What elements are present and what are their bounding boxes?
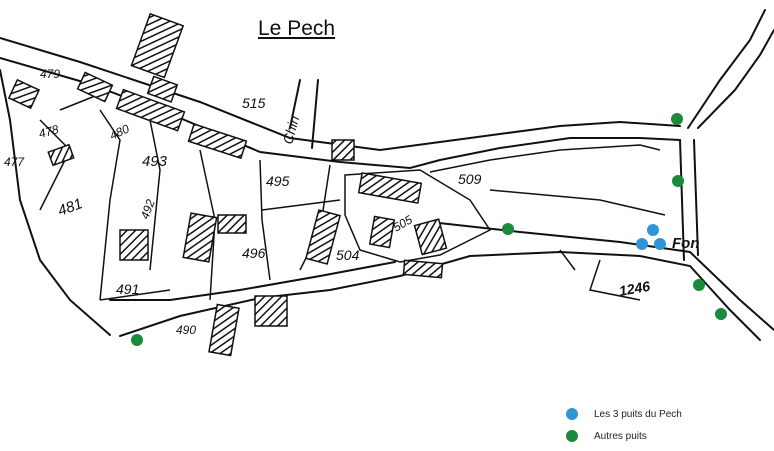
building bbox=[187, 123, 248, 160]
parcel-label: 493 bbox=[142, 153, 168, 170]
parcel-label: 491 bbox=[116, 281, 139, 297]
building bbox=[7, 78, 41, 110]
parcel-label: 509 bbox=[458, 171, 482, 187]
other-well-marker bbox=[715, 308, 727, 320]
roads bbox=[0, 9, 774, 341]
other-well-marker bbox=[672, 175, 684, 187]
chin-road-west bbox=[289, 79, 301, 129]
building bbox=[304, 209, 342, 265]
north-road-west bbox=[687, 9, 766, 129]
other-well-marker bbox=[502, 223, 514, 235]
building bbox=[146, 75, 179, 103]
parcel-labels: 479 478 477 480 493 481 492 491 490 515 … bbox=[4, 67, 700, 337]
legend-label: Autres puits bbox=[594, 430, 647, 442]
building bbox=[208, 303, 240, 357]
parcel-label: 479 bbox=[40, 67, 60, 81]
chin-road-east bbox=[311, 79, 319, 149]
north-road-east bbox=[697, 29, 774, 129]
parcel-label: 481 bbox=[56, 195, 85, 220]
other-well-marker bbox=[671, 113, 683, 125]
map-legend: Les 3 puits du Pech Autres puits bbox=[566, 403, 682, 447]
parcel-label: 495 bbox=[266, 173, 290, 189]
building bbox=[357, 172, 423, 204]
southwest-road-2 bbox=[109, 261, 396, 301]
wells bbox=[131, 113, 727, 346]
parcel-label: 480 bbox=[107, 121, 131, 142]
other-well-marker bbox=[693, 279, 705, 291]
parcel-label: 496 bbox=[242, 245, 266, 261]
pech-well-marker bbox=[636, 238, 648, 250]
lower-road-south bbox=[469, 250, 761, 341]
east-road-south bbox=[693, 139, 699, 256]
legend-item-other-wells: Autres puits bbox=[566, 425, 682, 447]
parcel-label: 477 bbox=[4, 155, 25, 169]
pech-well-marker bbox=[647, 224, 659, 236]
road-label: Fon bbox=[672, 235, 700, 252]
parcel-label: 478 bbox=[37, 122, 60, 141]
parcel-label: 505 bbox=[391, 212, 416, 234]
blue-dot-icon bbox=[566, 408, 578, 420]
building bbox=[76, 71, 114, 103]
east-road-north bbox=[679, 139, 685, 261]
parcel-label: 515 bbox=[242, 95, 266, 111]
legend-label: Les 3 puits du Pech bbox=[594, 408, 682, 420]
legend-item-pech-wells: Les 3 puits du Pech bbox=[566, 403, 682, 425]
road-label: Chin bbox=[279, 114, 302, 146]
building bbox=[115, 88, 186, 132]
map-title: Le Pech bbox=[258, 17, 336, 40]
parcel-label: 1246 bbox=[618, 278, 652, 299]
building bbox=[217, 214, 247, 234]
building bbox=[119, 229, 149, 261]
buildings bbox=[7, 12, 448, 357]
green-dot-icon bbox=[566, 430, 578, 442]
building bbox=[413, 218, 448, 256]
building bbox=[331, 139, 355, 161]
building bbox=[182, 212, 218, 263]
other-well-marker bbox=[131, 334, 143, 346]
parcel-boundaries bbox=[39, 89, 666, 301]
building bbox=[368, 215, 396, 249]
main-road-north-edge bbox=[0, 37, 681, 152]
west-lane bbox=[0, 69, 111, 336]
building bbox=[130, 12, 185, 79]
pech-well-marker bbox=[654, 238, 666, 250]
parcel-label: 504 bbox=[336, 247, 360, 263]
parcel-label: 490 bbox=[176, 323, 196, 337]
building bbox=[402, 259, 444, 279]
parcel-label: 492 bbox=[138, 197, 158, 221]
building bbox=[47, 143, 75, 167]
building bbox=[254, 295, 288, 327]
